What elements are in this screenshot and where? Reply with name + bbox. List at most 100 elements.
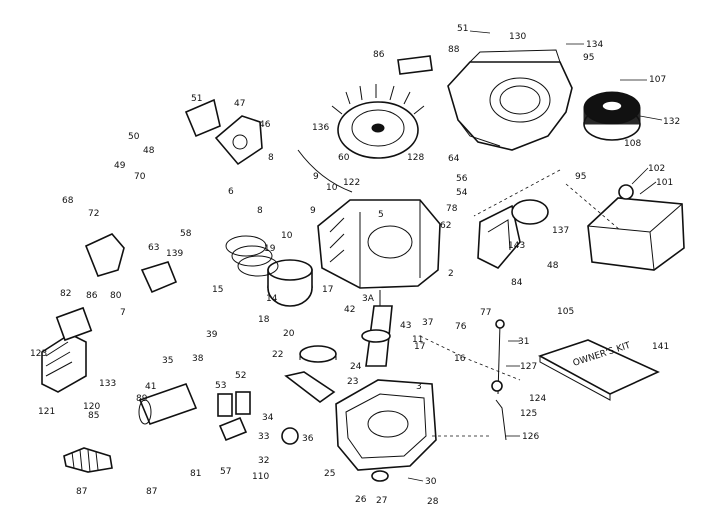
callout-label: 121 [38, 407, 55, 417]
callout-label: 3A [362, 294, 375, 304]
callout-label: 19 [264, 244, 276, 254]
callout-label: 51 [457, 24, 468, 34]
callout-label: 58 [180, 229, 192, 239]
callout-label: 23 [347, 377, 358, 387]
callout-label: 72 [88, 209, 99, 219]
callout-label: 136 [312, 123, 329, 133]
oil-pump [281, 427, 299, 445]
callout-label: 8 [268, 153, 274, 163]
engine-sump [335, 379, 437, 471]
callout-label: 62 [440, 221, 451, 231]
exhaust-pipe [138, 382, 198, 426]
callout-label: 8 [257, 206, 263, 216]
callout-label: 50 [128, 132, 140, 142]
callout-label: 17 [414, 342, 425, 352]
callout-label: 52 [235, 371, 246, 381]
callout-label: 25 [324, 469, 335, 479]
callout-label: 95 [583, 53, 594, 63]
callout-label: 30 [425, 477, 437, 487]
callout-label: 48 [143, 146, 155, 156]
callout-label: 27 [376, 496, 387, 506]
callout-label: 70 [134, 172, 146, 182]
callout-label: 125 [520, 409, 537, 419]
callout-label: 82 [60, 289, 71, 299]
callout-label: 42 [344, 305, 355, 315]
callout-label: 68 [62, 196, 74, 206]
callout-label: 34 [262, 413, 274, 423]
fuel-tank [587, 184, 685, 271]
owners-manual: OWNER'S KIT [537, 339, 660, 401]
callout-label: 128 [407, 153, 424, 163]
muffler [41, 333, 87, 393]
flex-tube [63, 447, 113, 473]
callout-label: 41 [145, 382, 156, 392]
callout-label: 80 [110, 291, 122, 301]
valve-cover-gasket [218, 416, 248, 442]
callout-label: 28 [427, 497, 439, 507]
callout-label: 39 [206, 330, 218, 340]
callout-label: 86 [373, 50, 385, 60]
drain-plug [371, 470, 389, 482]
callout-label: 57 [220, 467, 231, 477]
callout-label: 60 [338, 153, 350, 163]
assembly-guide-lines [419, 169, 621, 437]
callout-label: 102 [648, 164, 665, 174]
callout-label: 5 [378, 210, 384, 220]
callout-label: 38 [192, 354, 204, 364]
callout-label: 17 [322, 285, 333, 295]
callout-label: 49 [114, 161, 126, 171]
callout-label: 120 [83, 402, 100, 412]
callout-label: 89 [136, 394, 148, 404]
callout-label: 127 [520, 362, 537, 372]
callout-label: 51 [191, 94, 202, 104]
callout-label: 22 [272, 350, 283, 360]
callout-labels: 51 47 50 48 46 49 70 68 72 136 8 9 10 6 … [30, 24, 680, 507]
callout-label: 31 [518, 337, 529, 347]
dipstick [491, 319, 507, 441]
callout-label: 76 [455, 322, 467, 332]
callout-label: 36 [302, 434, 314, 444]
piston [267, 259, 313, 307]
rewind-starter [583, 91, 641, 141]
callout-label: 53 [215, 381, 226, 391]
callout-label: 9 [313, 172, 319, 182]
callout-label: 105 [557, 307, 574, 317]
crankshaft [361, 290, 393, 367]
callout-label: 20 [283, 329, 295, 339]
callout-label: 6 [228, 187, 234, 197]
air-filter-element [511, 199, 549, 225]
callout-label: 46 [259, 120, 271, 130]
callout-label: 84 [511, 278, 523, 288]
callout-label: 86 [86, 291, 98, 301]
flywheel [331, 84, 425, 159]
callout-label: 78 [446, 204, 458, 214]
valve-springs [217, 391, 251, 417]
callout-label: 122 [343, 178, 360, 188]
callout-label: 124 [529, 394, 546, 404]
breather-tube [297, 149, 353, 193]
carburetor [214, 115, 263, 166]
callout-label: 143 [508, 241, 525, 251]
callout-label: 7 [120, 308, 126, 318]
callout-label: 133 [99, 379, 116, 389]
blower-housing [447, 49, 573, 151]
piston-rings [225, 235, 279, 277]
callout-label: 33 [258, 432, 269, 442]
ignition-module [477, 204, 521, 269]
callout-label: 16 [454, 354, 466, 364]
callout-label: 81 [190, 469, 201, 479]
callout-label: 47 [234, 99, 245, 109]
cam-gear [299, 345, 337, 363]
callout-label: 134 [586, 40, 603, 50]
callout-label: 32 [258, 456, 269, 466]
callout-label: 126 [522, 432, 539, 442]
callout-label: 54 [456, 188, 468, 198]
callout-label: 88 [448, 45, 460, 55]
callout-label: 3 [416, 382, 422, 392]
connecting-rod [284, 371, 336, 403]
carburetor-gasket [184, 98, 221, 138]
callout-label: 101 [656, 178, 673, 188]
callout-label: 43 [400, 321, 411, 331]
callout-label: 123 [30, 349, 47, 359]
callout-label: 10 [326, 183, 338, 193]
